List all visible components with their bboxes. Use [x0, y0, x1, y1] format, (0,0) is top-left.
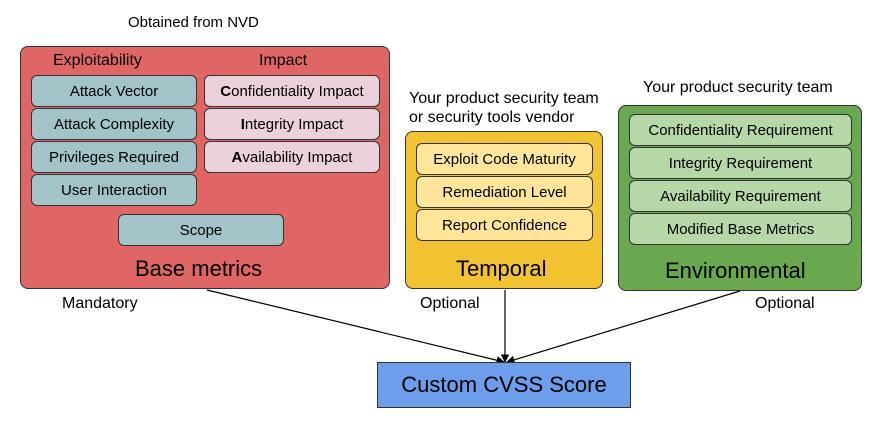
base-metrics-title: Base metrics — [135, 256, 263, 281]
environmental-source-label: Your product security team — [643, 79, 833, 96]
impact-header: Impact — [259, 52, 308, 69]
arrow-base-to-score — [206, 289, 505, 365]
privileges-required-box: Privileges Required — [31, 141, 197, 173]
custom-cvss-score-box: Custom CVSS Score — [377, 362, 631, 408]
base-metrics-panel: Exploitability Impact Attack Vector Atta… — [20, 46, 390, 289]
confidentiality-impact-rest: onfidentiality Impact — [231, 82, 364, 100]
confidentiality-impact-initial: C — [220, 82, 232, 100]
availability-impact-rest: vailability Impact — [242, 148, 353, 166]
availability-requirement-box: Availability Requirement — [629, 180, 852, 212]
integrity-impact-initial: I — [240, 115, 245, 133]
temporal-title: Temporal — [456, 256, 547, 281]
temporal-panel: Exploit Code Maturity Remediation Level … — [405, 131, 603, 289]
temporal-source-label: Your product security team or security t… — [409, 89, 599, 127]
confidentiality-requirement-box: Confidentiality Requirement — [629, 114, 852, 146]
exploitability-header: Exploitability — [53, 52, 142, 69]
environmental-panel: Confidentiality Requirement Integrity Re… — [618, 105, 862, 291]
attack-complexity-box: Attack Complexity — [31, 108, 197, 140]
report-confidence-box: Report Confidence — [416, 209, 593, 241]
arrow-environmental-to-score — [506, 290, 741, 364]
environmental-optional-label: Optional — [755, 295, 815, 312]
user-interaction-box: User Interaction — [31, 174, 197, 206]
temporal-optional-label: Optional — [420, 295, 480, 312]
environmental-title: Environmental — [665, 258, 806, 283]
integrity-requirement-box: Integrity Requirement — [629, 147, 852, 179]
remediation-level-box: Remediation Level — [416, 176, 593, 208]
modified-base-metrics-box: Modified Base Metrics — [629, 213, 852, 245]
source-label-nvd: Obtained from NVD — [128, 14, 259, 31]
integrity-impact-rest: ntegrity Impact — [244, 115, 344, 133]
scope-box: Scope — [118, 214, 284, 246]
exploit-code-maturity-box: Exploit Code Maturity — [416, 143, 593, 175]
temporal-source-line-1: Your product security team — [409, 90, 599, 107]
temporal-source-line-2: or security tools vendor — [409, 109, 575, 126]
attack-vector-box: Attack Vector — [31, 75, 197, 107]
mandatory-label: Mandatory — [62, 295, 138, 312]
availability-impact-initial: A — [231, 148, 243, 166]
